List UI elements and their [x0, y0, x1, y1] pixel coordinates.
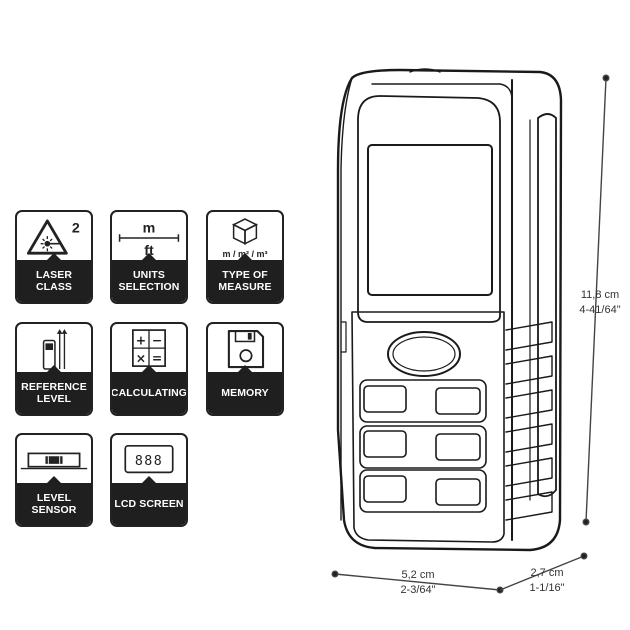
depth-cm: 2,7 cm [530, 567, 564, 579]
units-selection-label: UNITS SELECTION [112, 260, 186, 302]
reference-device-icon [42, 329, 68, 370]
type-of-measure-icon-tile: m / m² / m³ TYPE OF MEASURE [206, 210, 284, 304]
lcd-screen-icon-tile: 888 LCD SCREEN [110, 433, 188, 527]
memory-label: MEMORY [208, 372, 282, 414]
lcd-display-icon: 888 [124, 444, 174, 474]
minus-symbol: − [152, 333, 162, 347]
width-in: 2-3/64" [400, 584, 436, 596]
laser-class-label: LASER CLASS [17, 260, 91, 302]
level-sensor-icon-tile: LEVEL SENSOR [15, 433, 93, 527]
height-in: 4-41/64" [579, 304, 621, 316]
width-cm: 5,2 cm [401, 569, 435, 581]
reference-level-icon-tile: REFERENCE LEVEL [15, 322, 93, 416]
depth-dimension-label: 2,7 cm 1-1/16" [512, 566, 582, 596]
level-sensor-label: LEVEL SENSOR [17, 483, 91, 525]
floppy-disk-icon [227, 329, 265, 369]
units-selection-icon-tile: m ft UNITS SELECTION [110, 210, 188, 304]
times-symbol: × [136, 351, 146, 365]
laser-class-number: 2 [72, 220, 80, 236]
type-of-measure-label: TYPE OF MEASURE [208, 260, 282, 302]
height-dimension-label: 11,8 cm 4-41/64" [565, 288, 630, 318]
plus-symbol: + [136, 333, 146, 347]
calculating-icon-tile: + − × = CALCULATING [110, 322, 188, 416]
equals-symbol: = [152, 351, 162, 365]
spirit-level-icon [20, 452, 88, 470]
units-icon: m ft [118, 220, 180, 259]
width-dimension-label: 5,2 cm 2-3/64" [378, 568, 458, 598]
lcd-digits: 888 [135, 454, 163, 469]
laser-class-icon-tile: 2 LASER CLASS [15, 210, 93, 304]
lcd-screen-label: LCD SCREEN [112, 483, 186, 525]
calculator-icon: + − × = [132, 329, 166, 367]
memory-icon-tile: MEMORY [206, 322, 284, 416]
unit-bottom-text: ft [144, 243, 154, 259]
unit-top-text: m [143, 220, 156, 236]
calculating-label: CALCULATING [112, 372, 186, 414]
depth-in: 1-1/16" [529, 582, 565, 594]
reference-level-label: REFERENCE LEVEL [17, 372, 91, 414]
height-cm: 11,8 cm [580, 289, 620, 301]
